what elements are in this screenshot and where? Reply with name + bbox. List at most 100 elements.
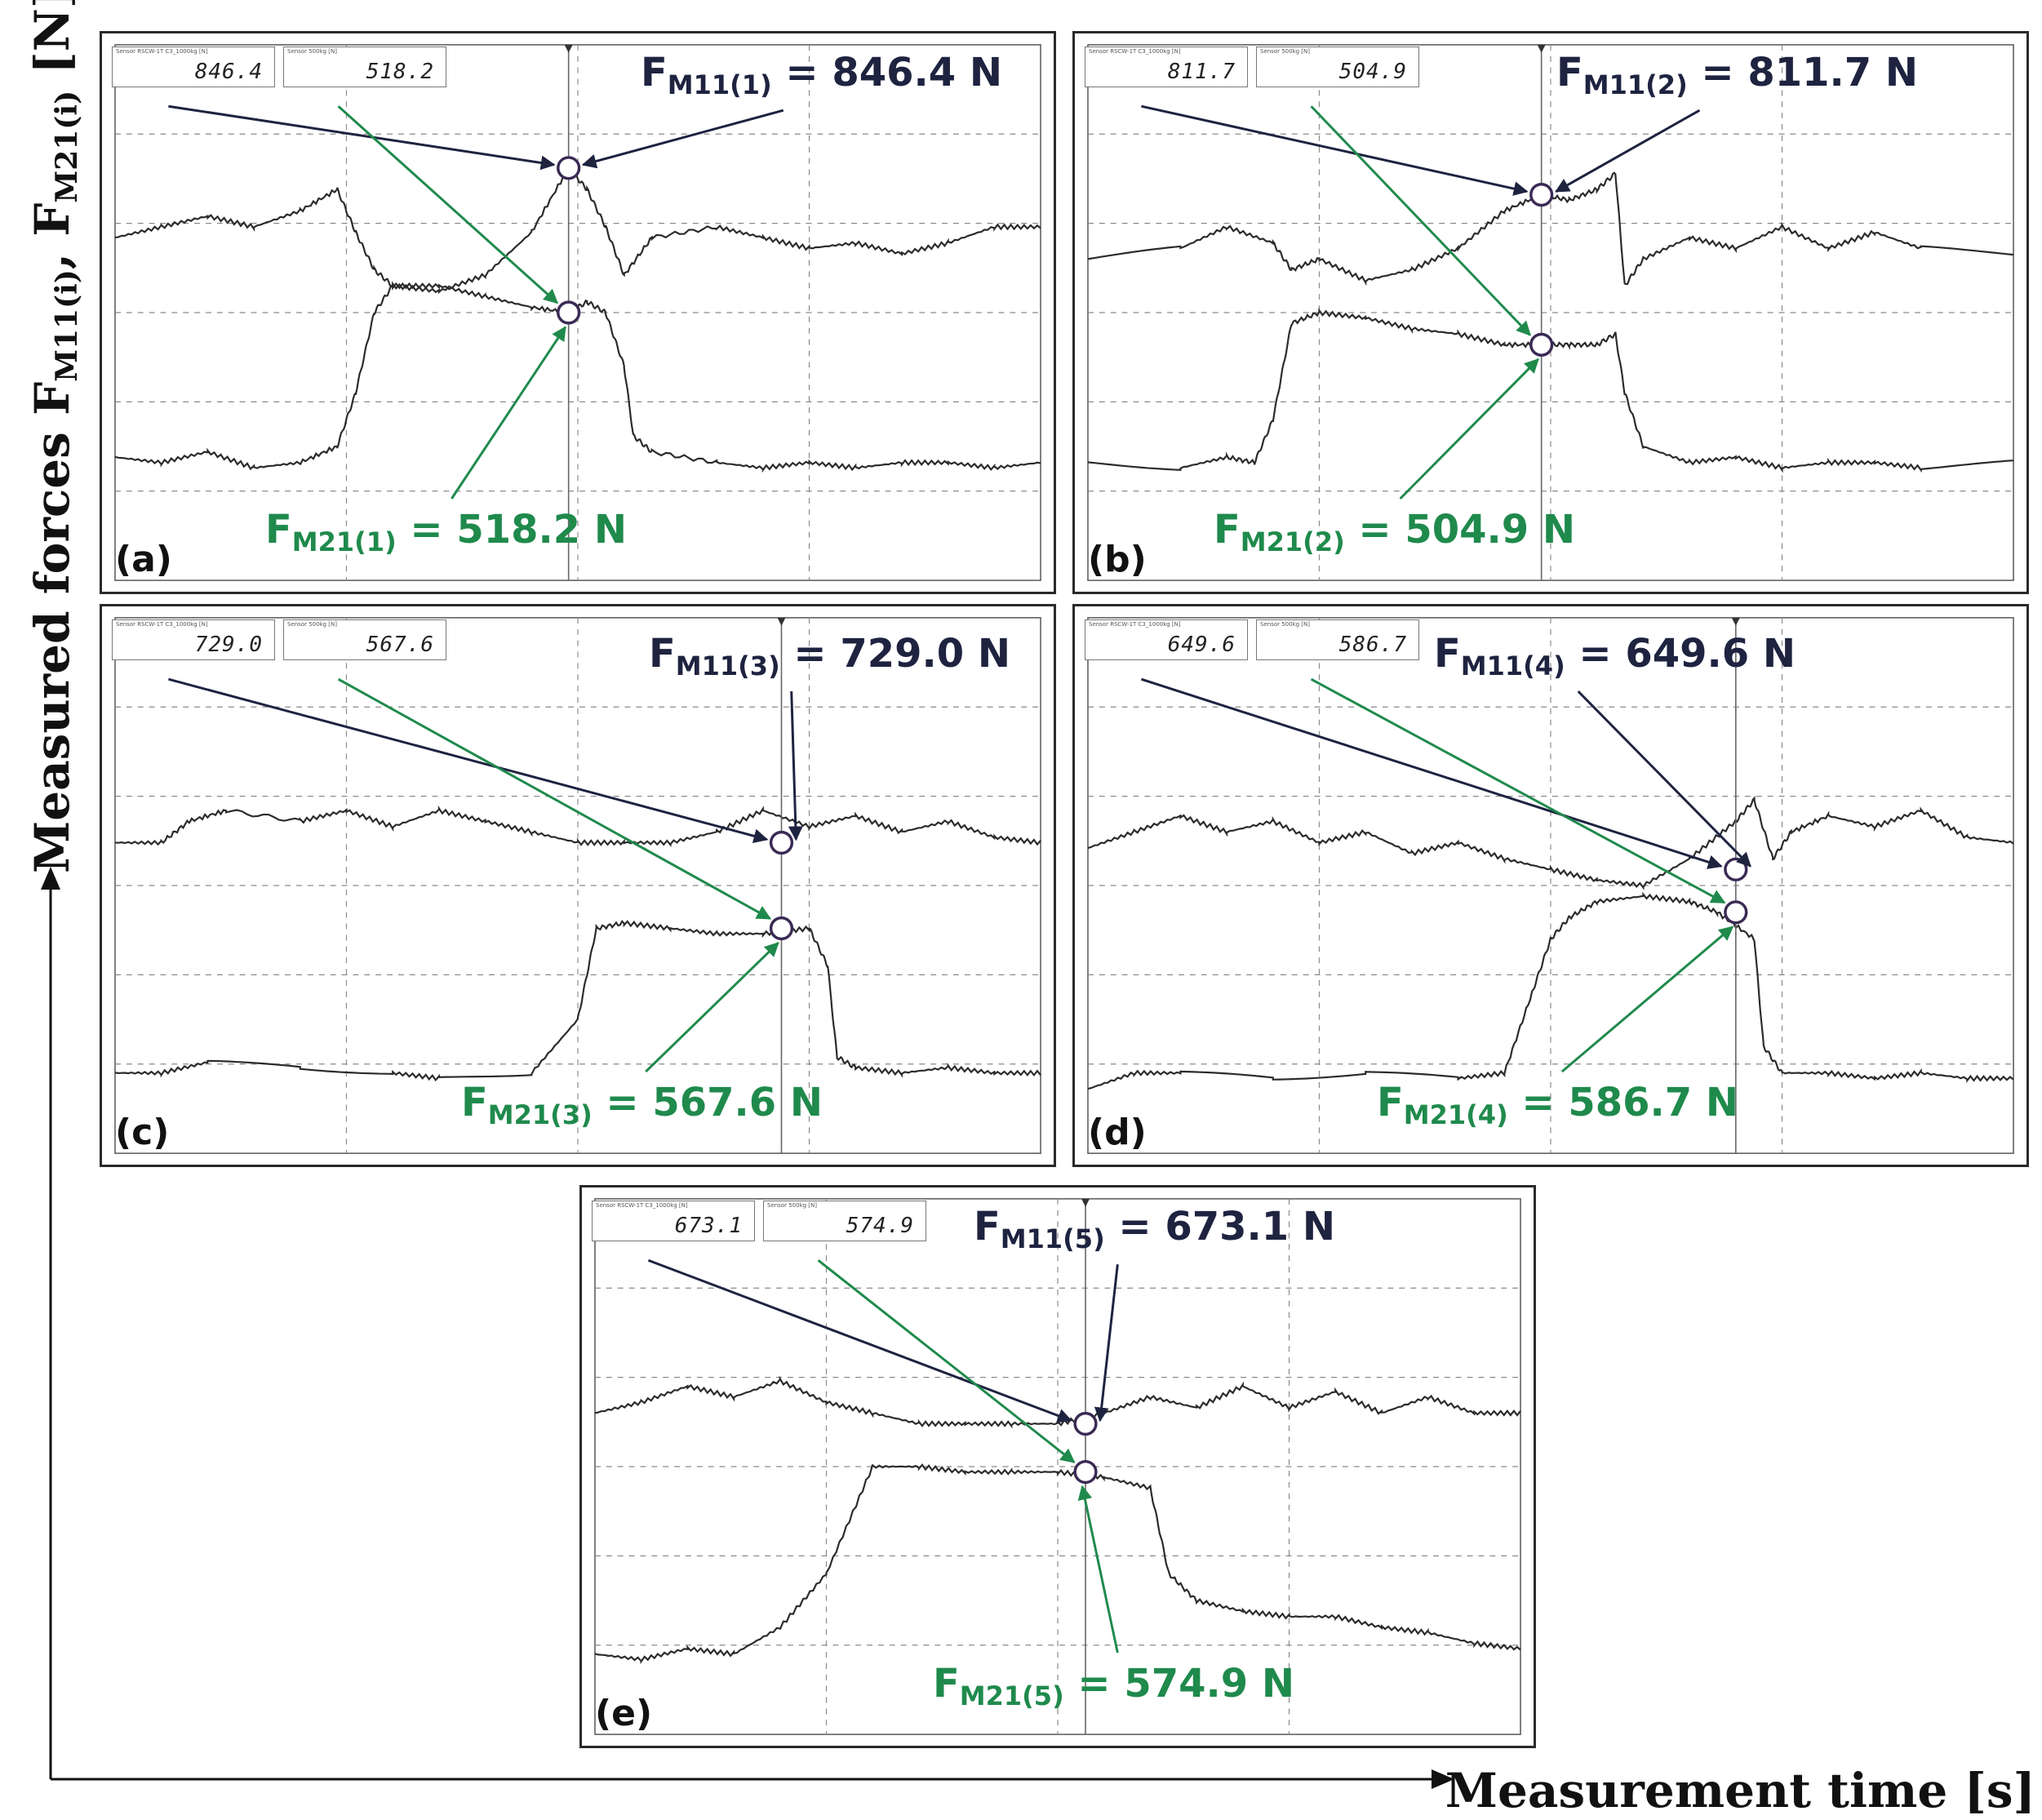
upper-annotation-arrow	[1554, 109, 1701, 193]
readout2-caption: Sensor 500kg [N]	[287, 621, 338, 628]
y-axis-label: Measured forces FM11(i), FM21(i) [N]	[24, 0, 84, 873]
upper-annotation-arrow	[788, 691, 803, 841]
plot-area	[1087, 617, 2014, 1154]
readout1-value: 649.6	[1167, 633, 1236, 657]
force-trace-2	[1087, 308, 2014, 473]
readout1-caption: Sensor RSCW-1T C3_1000kg [N]	[1089, 621, 1181, 628]
readout2-caption: Sensor 500kg [N]	[1260, 621, 1311, 628]
lower-force-annotation: FM21(2) = 504.9 N	[1214, 507, 1575, 557]
lower-force-symbol: F	[265, 507, 292, 553]
upper-force-marker	[1724, 857, 1748, 881]
lower-force-symbol: F	[1377, 1080, 1404, 1125]
lower-force-annotation: FM21(3) = 567.6 N	[461, 1080, 823, 1130]
upper-force-marker	[557, 156, 581, 180]
cursor-marker-icon	[1081, 1198, 1090, 1207]
lower-force-value: = 586.7 N	[1507, 1080, 1739, 1125]
force-trace-1	[1087, 171, 2014, 286]
force-trace-2	[114, 919, 1041, 1082]
readout2-box: Sensor 500kg [N] 574.9	[763, 1201, 926, 1241]
panel-label: (a)	[115, 539, 172, 580]
lower-force-value: = 504.9 N	[1344, 507, 1576, 553]
y-axis-label-text: Measured forces F	[24, 381, 80, 873]
readout2-value: 586.7	[1338, 633, 1407, 657]
readout2-pointer-arrow	[337, 105, 559, 304]
readout1-pointer-arrow	[168, 104, 556, 171]
readout2-value: 567.6	[366, 633, 434, 657]
upper-force-marker	[1529, 183, 1554, 207]
upper-force-subscript: M11(5)	[1000, 1223, 1105, 1254]
y-axis-label-sub1: M11(i)	[50, 269, 84, 382]
readout1-box: Sensor RSCW-1T C3_1000kg [N] 811.7	[1085, 47, 1248, 87]
readout2-caption: Sensor 500kg [N]	[767, 1202, 818, 1209]
readout1-value: 729.0	[194, 633, 263, 657]
lower-force-annotation: FM21(1) = 518.2 N	[265, 507, 627, 557]
readout1-box: Sensor RSCW-1T C3_1000kg [N] 729.0	[112, 619, 275, 660]
panel-label: (b)	[1088, 539, 1147, 580]
upper-force-value: = 729.0 N	[779, 631, 1011, 677]
readout2-box: Sensor 500kg [N] 567.6	[283, 619, 446, 660]
upper-annotation-arrow	[581, 109, 784, 169]
readout1-caption: Sensor RSCW-1T C3_1000kg [N]	[116, 621, 208, 628]
lower-force-marker	[1724, 900, 1748, 925]
upper-force-annotation: FM11(5) = 673.1 N	[974, 1204, 1335, 1254]
upper-force-marker	[1073, 1411, 1098, 1436]
readout1-value: 846.4	[194, 60, 263, 84]
upper-force-value: = 649.6 N	[1565, 631, 1796, 677]
upper-force-symbol: F	[649, 631, 676, 677]
y-axis-label-sub2: M21(i)	[50, 90, 84, 203]
lower-annotation-arrow	[1560, 926, 1734, 1073]
upper-force-symbol: F	[1556, 50, 1583, 95]
lower-force-subscript: M21(5)	[959, 1680, 1064, 1711]
readout2-box: Sensor 500kg [N] 518.2	[283, 47, 446, 87]
readout1-pointer-arrow	[647, 1258, 1072, 1423]
lower-force-annotation: FM21(5) = 574.9 N	[933, 1661, 1294, 1711]
readout1-box: Sensor RSCW-1T C3_1000kg [N]673.1	[592, 1201, 755, 1241]
lower-force-symbol: F	[1214, 507, 1241, 553]
force-trace-2	[1087, 891, 2014, 1090]
upper-annotation-arrow	[1577, 690, 1751, 868]
readout1-pointer-arrow	[1140, 677, 1723, 869]
lower-annotation-arrow	[645, 942, 779, 1073]
cursor-marker-icon	[777, 617, 786, 626]
upper-force-annotation: FM11(3) = 729.0 N	[649, 631, 1010, 681]
readout2-caption: Sensor 500kg [N]	[287, 48, 338, 55]
readout1-box: Sensor RSCW-1T C3_1000kg [N] 649.6	[1085, 619, 1248, 660]
lower-force-marker	[557, 300, 581, 325]
readout1-box: Sensor RSCW-1T C3_1000kg [N] 846.4	[112, 47, 275, 87]
readout2-value: 518.2	[366, 60, 434, 84]
readout2-value: 574.9	[846, 1214, 914, 1238]
upper-force-subscript: M11(4)	[1460, 650, 1565, 681]
readout2-pointer-arrow	[1310, 105, 1532, 336]
panel-label: (d)	[1088, 1112, 1147, 1153]
readout2-value: 504.9	[1338, 60, 1407, 84]
readout2-box: Sensor 500kg [N] 586.7	[1256, 619, 1419, 660]
upper-force-symbol: F	[1434, 631, 1461, 677]
upper-force-annotation: FM11(2) = 811.7 N	[1556, 50, 1918, 100]
lower-force-symbol: F	[933, 1661, 960, 1707]
lower-force-value: = 567.6 N	[592, 1080, 823, 1125]
lower-force-subscript: M21(2)	[1240, 526, 1345, 557]
upper-force-annotation: FM11(1) = 846.4 N	[641, 50, 1002, 100]
cursor-marker-icon	[564, 44, 573, 53]
readout1-value: 811.7	[1167, 60, 1236, 84]
readout2-pointer-arrow	[1310, 677, 1726, 904]
upper-force-symbol: F	[641, 50, 668, 95]
lower-force-subscript: M21(3)	[487, 1099, 593, 1130]
lower-annotation-arrow	[1399, 357, 1539, 500]
readout2-pointer-arrow	[337, 677, 772, 920]
lower-annotation-arrow	[1077, 1485, 1119, 1654]
readout1-pointer-arrow	[1141, 104, 1529, 196]
readout1-caption: Sensor RSCW-1T C3_1000kg [N]	[116, 48, 208, 55]
lower-annotation-arrow	[451, 326, 566, 499]
x-axis-label: Measurement time [s]	[1445, 1763, 2035, 1818]
y-axis-label-sep: , F	[24, 202, 80, 270]
cursor-marker-icon	[1537, 44, 1546, 53]
upper-force-symbol: F	[974, 1204, 1001, 1250]
readout2-caption: Sensor 500kg [N]	[1260, 48, 1311, 55]
readout1-caption: Sensor RSCW-1T C3_1000kg [N]	[1089, 48, 1181, 55]
lower-force-subscript: M21(1)	[291, 526, 397, 557]
upper-force-subscript: M11(1)	[667, 69, 772, 100]
lower-force-symbol: F	[461, 1080, 488, 1125]
